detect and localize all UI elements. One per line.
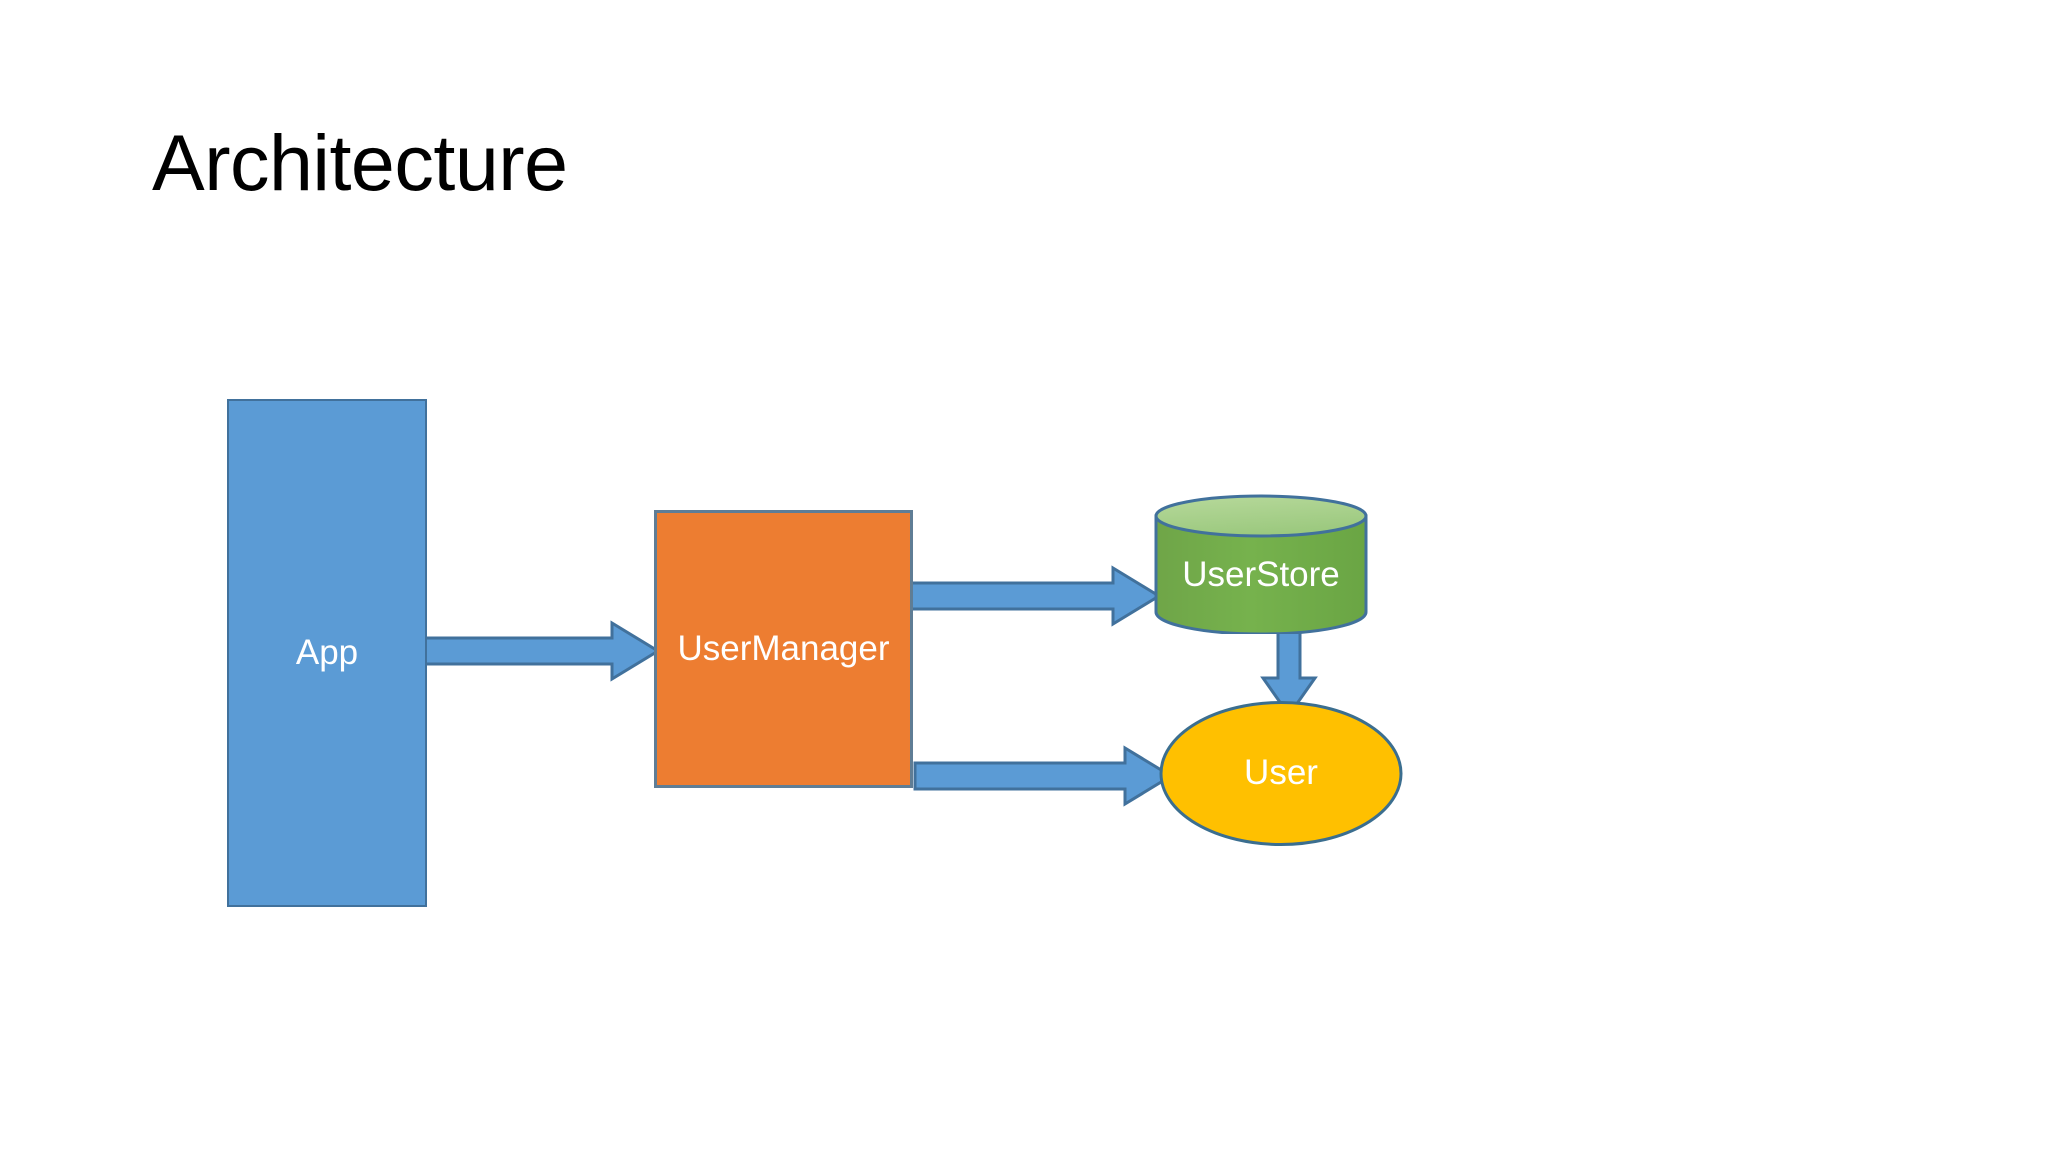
connector-usermanager-to-userstore[interactable] — [905, 565, 1163, 627]
node-app[interactable] — [227, 399, 427, 907]
connector-usermanager-to-user[interactable] — [913, 745, 1175, 807]
page-title: Architecture — [152, 118, 568, 207]
node-user[interactable] — [1159, 700, 1403, 847]
block-arrow-right-icon — [913, 745, 1174, 807]
block-arrow-right-icon — [416, 620, 661, 682]
connector-app-to-usermanager[interactable] — [416, 620, 662, 682]
cylinder-body — [1154, 514, 1368, 634]
node-usermanager[interactable] — [654, 510, 913, 788]
node-userstore[interactable] — [1153, 494, 1369, 634]
block-arrow-right-icon — [905, 565, 1162, 627]
ellipse-shape — [1159, 701, 1403, 846]
cylinder-top — [1154, 494, 1368, 538]
